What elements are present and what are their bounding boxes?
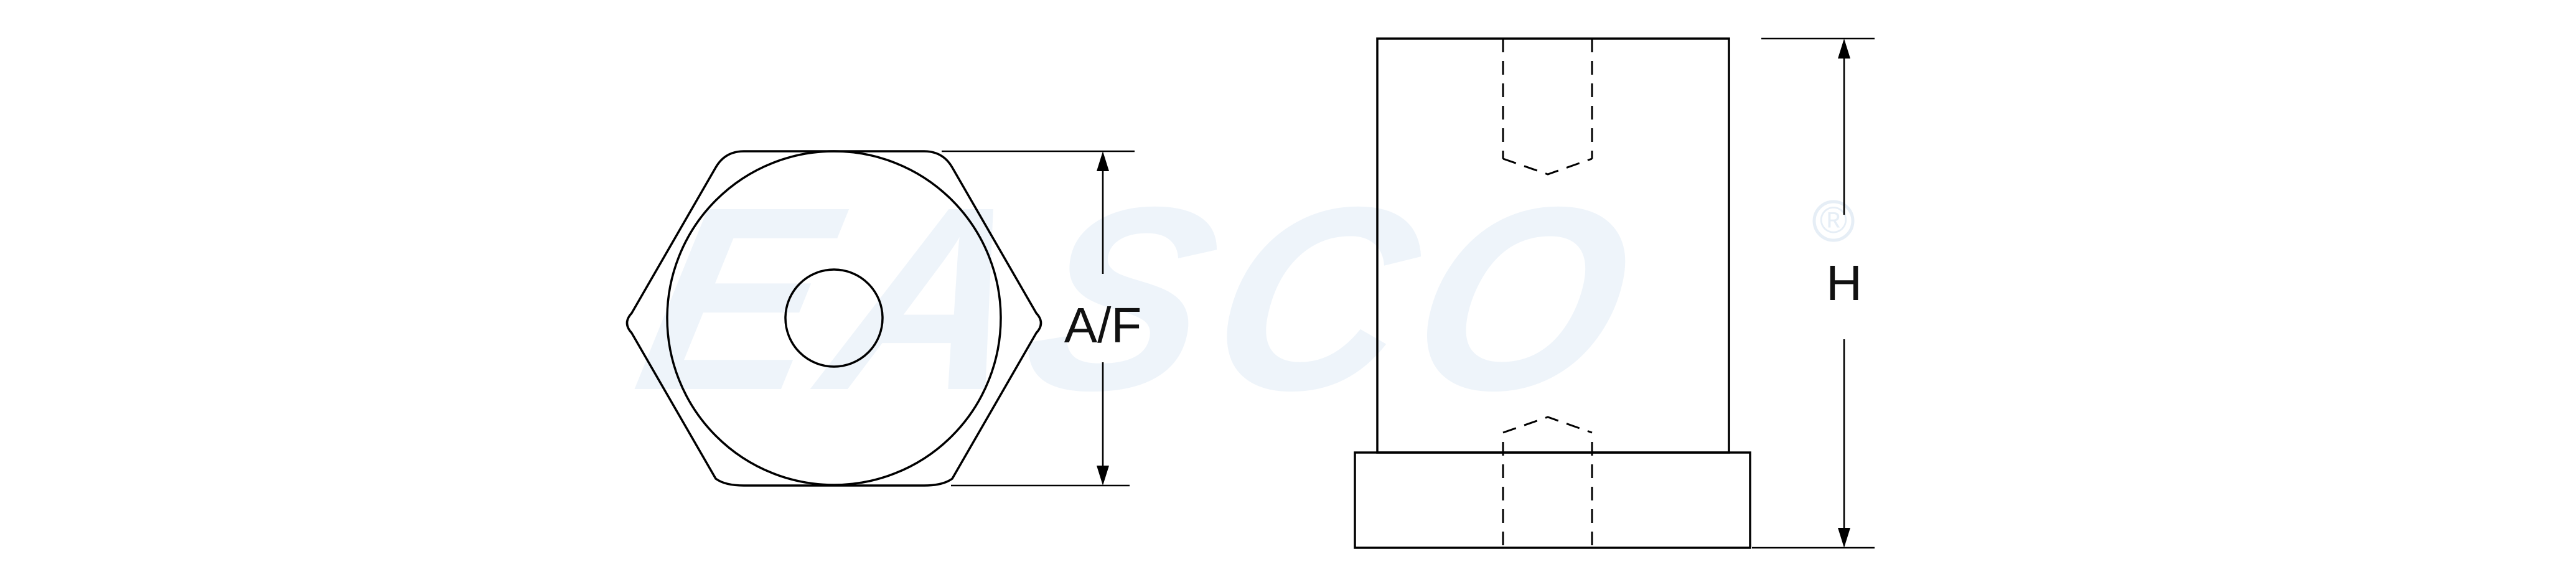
af-arrow-bottom (1097, 466, 1109, 486)
h-arrow-bottom (1838, 528, 1850, 548)
registered-mark-symbol: ® (1820, 199, 1847, 241)
h-label: H (1826, 255, 1862, 311)
watermark-logo: EASCO (618, 153, 1665, 445)
side-view (1354, 37, 1751, 549)
registered-mark: ® (1812, 199, 1855, 242)
height-dimension: H (1752, 37, 1875, 549)
af-arrow-top (1097, 151, 1109, 171)
flange-outline (1354, 451, 1751, 549)
hidden-drill-point-bottom (1502, 416, 1593, 434)
af-label: A/F (1064, 298, 1141, 353)
across-flats-dimension: A/F (942, 150, 1141, 487)
bore-circle (784, 268, 884, 368)
hidden-drill-point-top (1502, 157, 1593, 176)
hex-end-view (625, 150, 1042, 487)
h-arrow-top (1838, 39, 1850, 59)
watermark: EASCO ® (618, 153, 1855, 445)
chamfer-circle (666, 150, 1002, 486)
hexagon-outline (625, 150, 1042, 487)
